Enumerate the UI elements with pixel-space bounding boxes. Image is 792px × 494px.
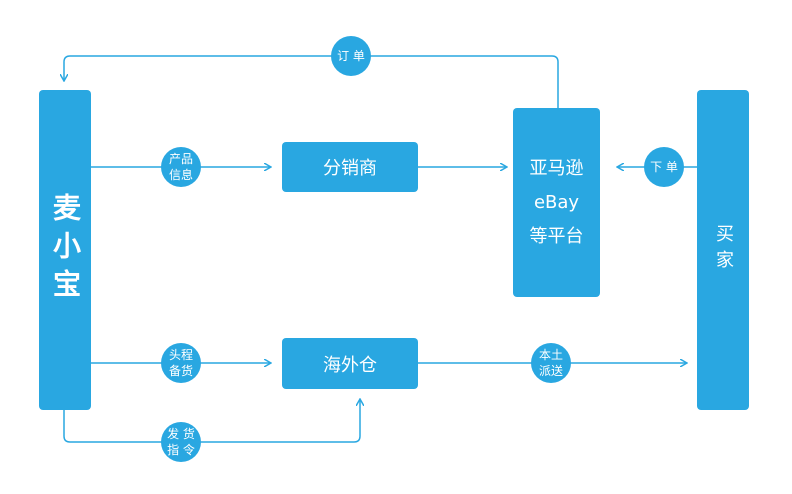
- edge-label-headway-stock: 头程 备货: [161, 343, 201, 383]
- node-buyer: 买家: [697, 90, 749, 410]
- node-platform: 亚马逊 eBay 等平台: [513, 108, 600, 297]
- node-platform-label: 亚马逊 eBay 等平台: [529, 157, 584, 247]
- edge-label-product-info: 产品 信息: [161, 147, 201, 187]
- edge-label-order: 订 单: [331, 36, 371, 76]
- edge-label-place-order: 下 单: [644, 147, 684, 187]
- node-maixiaobao-label: 麦小宝: [49, 193, 82, 307]
- edge-label-local-delivery: 本土 派送: [531, 343, 571, 383]
- edge-label-ship-instruction: 发 货 指 令: [161, 422, 201, 462]
- node-warehouse-label: 海外仓: [323, 354, 377, 376]
- node-distributor-label: 分销商: [323, 158, 377, 179]
- node-maixiaobao: 麦小宝: [39, 90, 91, 410]
- node-buyer-label: 买家: [713, 224, 734, 276]
- node-distributor: 分销商: [282, 142, 418, 192]
- node-warehouse: 海外仓: [282, 338, 418, 389]
